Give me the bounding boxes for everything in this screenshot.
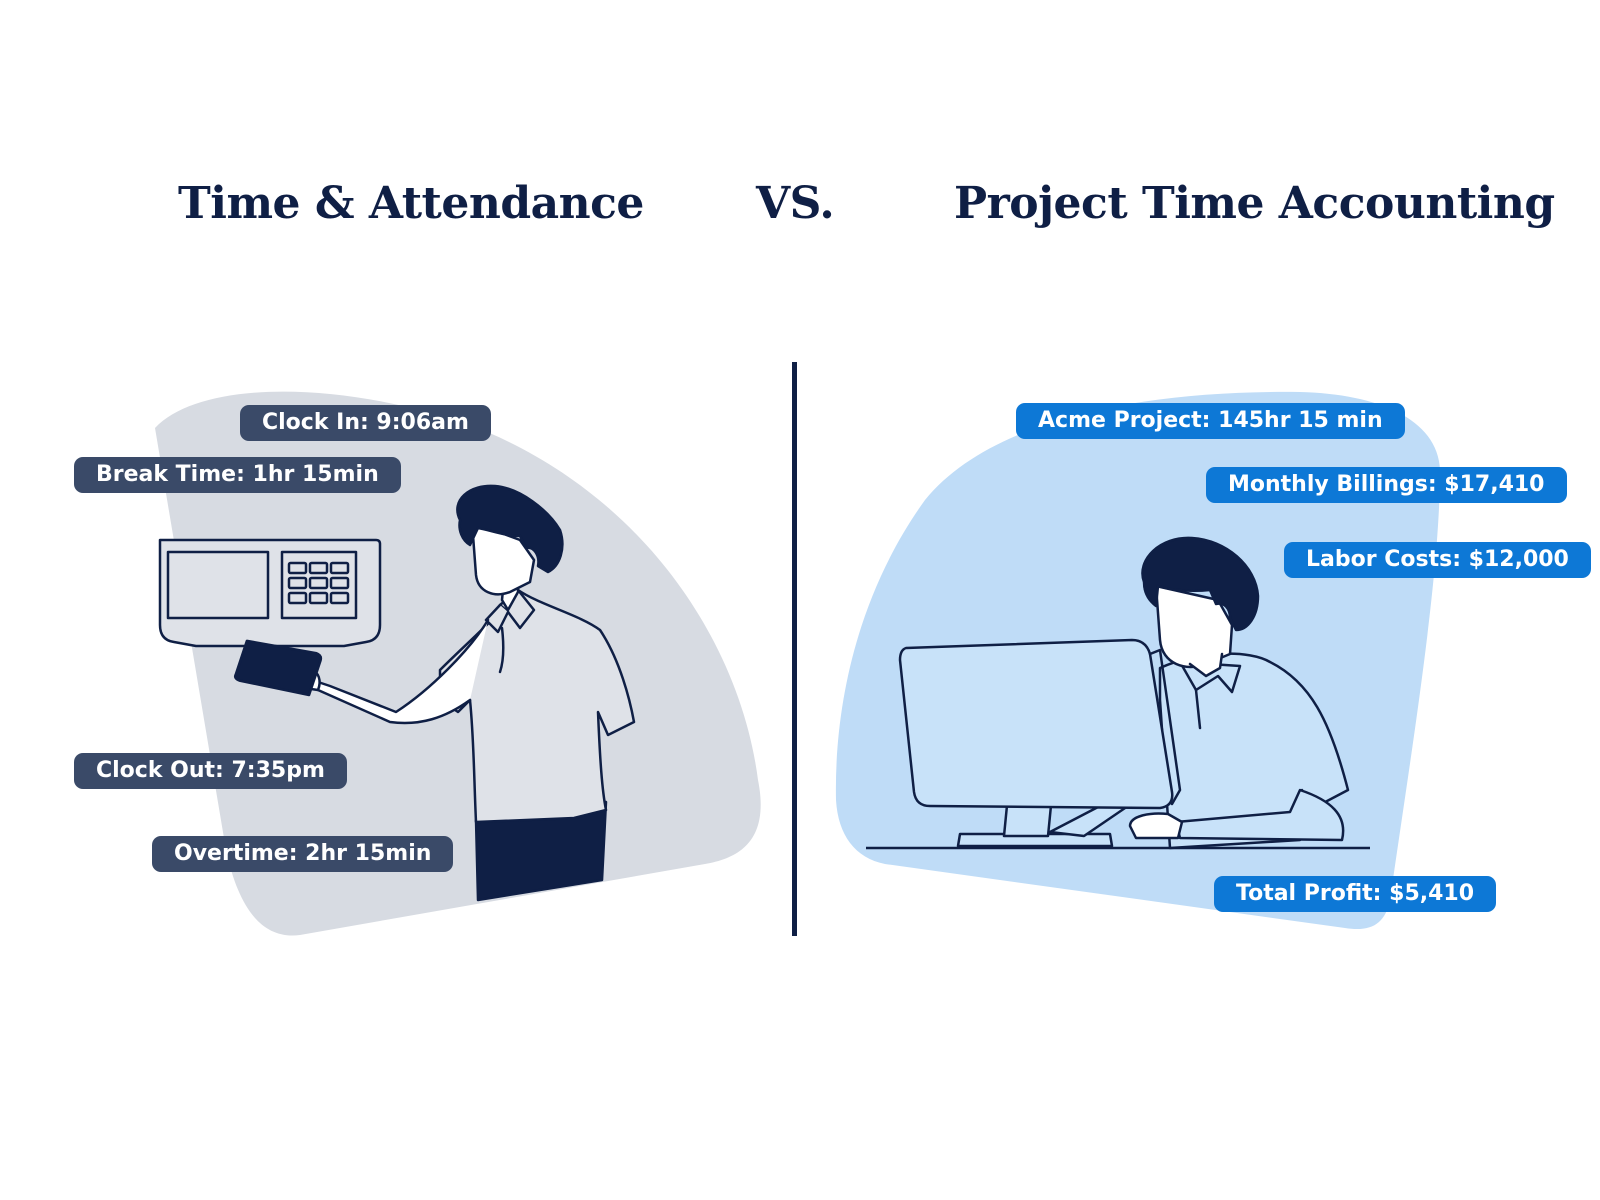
acme-project-badge: Acme Project: 145hr 15 min bbox=[1016, 403, 1405, 439]
project-time-accounting-title: Project Time Accounting bbox=[954, 178, 1555, 229]
vs-label: VS. bbox=[756, 178, 835, 229]
labor-costs-badge: Labor Costs: $12,000 bbox=[1284, 542, 1591, 578]
break-time-badge: Break Time: 1hr 15min bbox=[74, 457, 401, 493]
employee-clocking-in-figure bbox=[233, 484, 636, 902]
monthly-billings-badge: Monthly Billings: $17,410 bbox=[1206, 467, 1567, 503]
employee-at-computer-figure bbox=[898, 536, 1350, 850]
total-profit-badge: Total Profit: $5,410 bbox=[1214, 876, 1497, 912]
section-divider bbox=[792, 362, 797, 936]
time-attendance-title: Time & Attendance bbox=[178, 178, 644, 229]
clock-out-badge: Clock Out: 7:35pm bbox=[74, 753, 347, 789]
clock-in-badge: Clock In: 9:06am bbox=[240, 405, 491, 441]
time-clock-terminal-icon bbox=[158, 538, 382, 648]
overtime-badge: Overtime: 2hr 15min bbox=[152, 836, 454, 872]
